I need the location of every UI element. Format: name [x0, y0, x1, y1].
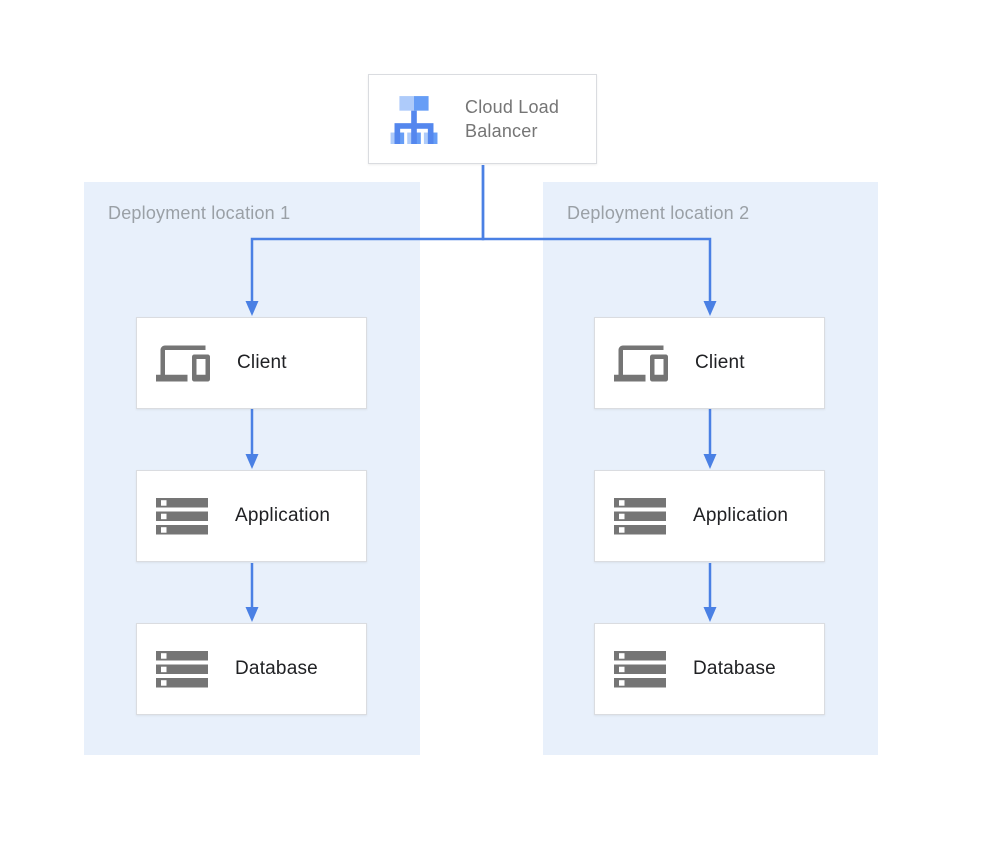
- node-label: Database: [693, 658, 776, 679]
- devices-icon: [614, 341, 668, 386]
- devices-icon: [156, 341, 210, 386]
- region-label-2: Deployment location 2: [567, 203, 750, 223]
- node-label: Application: [693, 505, 789, 526]
- server-stack-icon: [614, 497, 666, 535]
- node-label: Client: [695, 352, 745, 373]
- client-node-region2: Client: [594, 317, 825, 409]
- server-stack-icon: [156, 497, 208, 535]
- application-node-region2: Application: [594, 470, 825, 562]
- load-balancer-node: Cloud Load Balancer: [368, 74, 597, 164]
- load-balancer-icon: [389, 94, 439, 144]
- database-node-region2: Database: [594, 623, 825, 715]
- server-stack-icon: [614, 650, 666, 688]
- database-node-region1: Database: [136, 623, 367, 715]
- node-label: Database: [235, 658, 318, 679]
- server-stack-icon: [156, 650, 208, 688]
- application-node-region1: Application: [136, 470, 367, 562]
- node-label: Client: [237, 352, 287, 373]
- load-balancer-label: Cloud Load Balancer: [465, 97, 560, 141]
- region-label-1: Deployment location 1: [108, 203, 291, 223]
- client-node-region1: Client: [136, 317, 367, 409]
- node-label: Application: [235, 505, 331, 526]
